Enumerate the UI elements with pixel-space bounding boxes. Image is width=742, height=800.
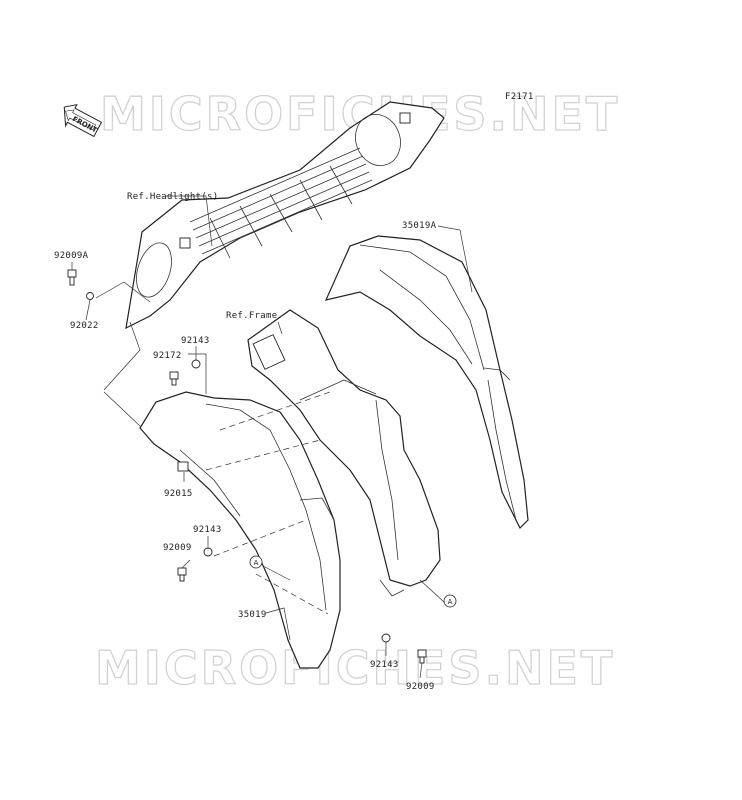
callout-92143-lower: 92143 (370, 660, 399, 670)
nut-92143-lower-icon (381, 633, 391, 643)
watermark-bottom: MICROFICHES.NET (95, 641, 615, 695)
nut-92143-middle-icon (203, 547, 213, 557)
inner-fender-35019-part (139, 391, 341, 669)
callout-35019a: 35019A (402, 221, 437, 231)
callout-92009-left: 92009 (163, 543, 192, 553)
callout-92022: 92022 (70, 321, 99, 331)
figure-code: F2171 (505, 92, 534, 102)
callout-92143-middle: 92143 (193, 525, 222, 535)
bolt-92009a-icon (67, 269, 77, 286)
frame-reference-part (247, 309, 441, 597)
front-arrow-icon: FRONT (63, 104, 103, 138)
callout-92172: 92172 (153, 351, 182, 361)
headlight-grille-part (125, 101, 445, 330)
watermark-top: MICROFICHES.NET (100, 87, 620, 141)
callout-92143-upper: 92143 (181, 336, 210, 346)
callout-35019: 35019 (238, 610, 267, 620)
callout-92009-lower: 92009 (406, 682, 435, 692)
bolt-92009-left-icon (177, 567, 187, 582)
marker-a-left-label: A (254, 559, 259, 567)
marker-a-right: A (443, 594, 457, 608)
callout-92015: 92015 (164, 489, 193, 499)
clip-92015-icon (177, 461, 189, 472)
ref-headlight-label: Ref.Headlight(s) (127, 192, 219, 202)
callout-92009a: 92009A (54, 251, 89, 261)
marker-a-right-label: A (448, 598, 453, 606)
side-cover-35019a-part (324, 235, 529, 530)
nut-92143-upper-icon (191, 359, 201, 369)
ref-frame-label: Ref.Frame (226, 311, 277, 321)
marker-a-left: A (249, 555, 263, 569)
bolt-92172-icon (169, 371, 179, 386)
washer-92022-icon (86, 292, 94, 300)
